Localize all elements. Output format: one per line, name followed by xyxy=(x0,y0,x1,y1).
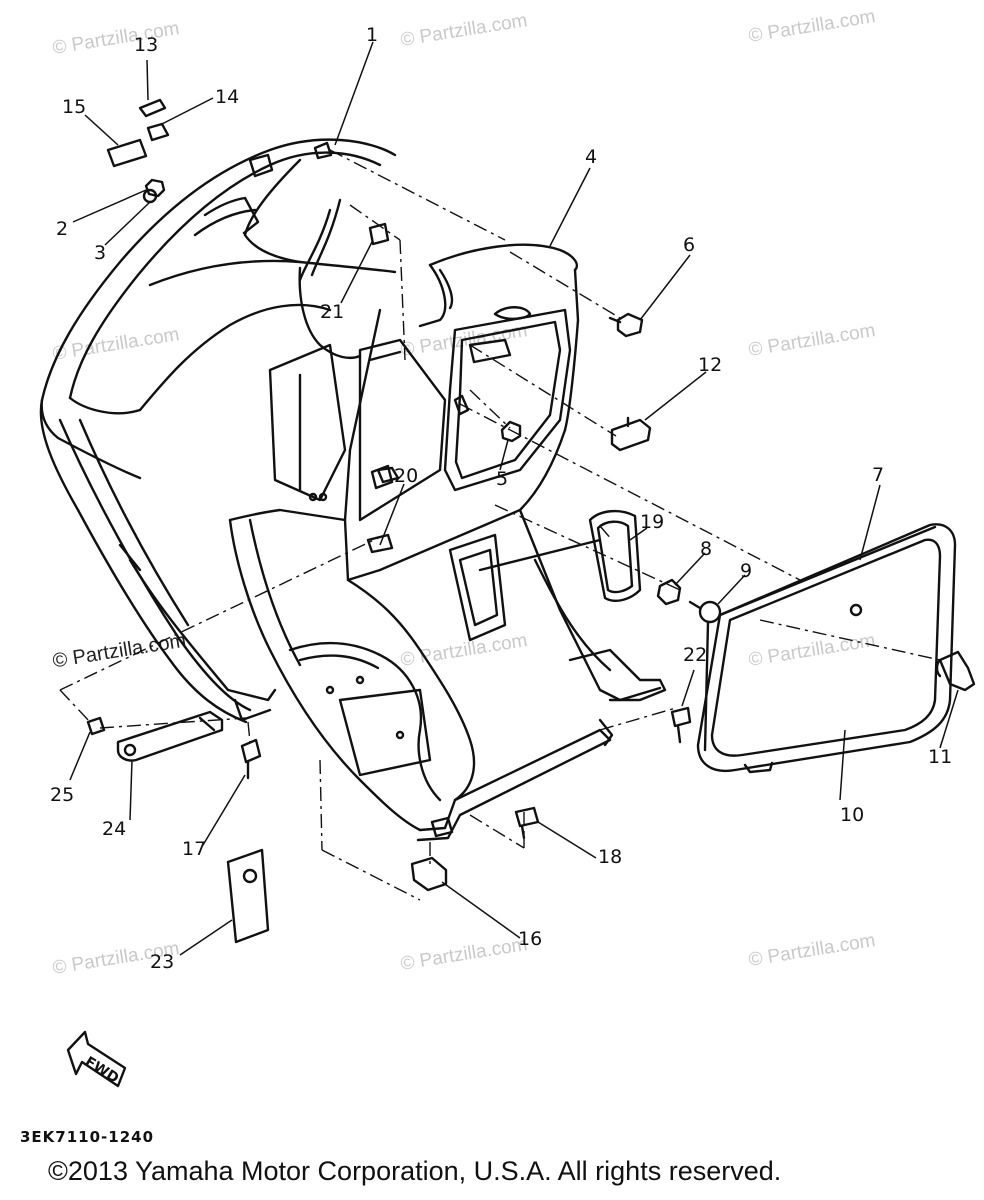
storage-lid xyxy=(696,523,957,774)
callout-3: 3 xyxy=(94,242,107,264)
callout-8: 8 xyxy=(700,538,713,560)
callout-18: 18 xyxy=(598,846,623,868)
callout-25: 25 xyxy=(50,784,75,806)
inner-panel xyxy=(308,243,580,582)
label-15 xyxy=(106,138,148,168)
screw-9 xyxy=(688,600,722,624)
callout-21: 21 xyxy=(320,301,345,323)
callout-1: 1 xyxy=(366,24,379,46)
clip-20 xyxy=(370,464,394,490)
cover-19 xyxy=(588,509,642,602)
bolt-18 xyxy=(514,806,540,840)
callout-9: 9 xyxy=(740,560,753,582)
callout-20: 20 xyxy=(394,465,419,487)
fwd-label: FWD xyxy=(82,1054,122,1087)
nut-8 xyxy=(656,578,682,606)
nut-2 xyxy=(144,178,166,198)
callout-4: 4 xyxy=(585,146,598,168)
nut-5 xyxy=(500,420,522,443)
callout-22: 22 xyxy=(683,644,708,666)
footboard-area xyxy=(228,508,667,842)
fwd-arrow-shape xyxy=(66,1030,127,1088)
callout-5: 5 xyxy=(496,468,509,490)
leg-shield-shell xyxy=(39,138,397,724)
callout-24: 24 xyxy=(102,818,127,840)
callout-11: 11 xyxy=(928,746,953,768)
callout-7: 7 xyxy=(872,464,885,486)
plate-23 xyxy=(226,848,270,944)
screw-6 xyxy=(608,312,644,338)
callout-23: 23 xyxy=(150,951,175,973)
callout-10: 10 xyxy=(840,804,865,826)
knob-11 xyxy=(935,650,976,692)
copyright-notice: ©2013 Yamaha Motor Corporation, U.S.A. A… xyxy=(48,1156,782,1186)
bracket-24 xyxy=(116,710,224,762)
damper-21 xyxy=(368,222,390,246)
callout-2: 2 xyxy=(56,218,69,240)
callout-15: 15 xyxy=(62,96,87,118)
bracket-16 xyxy=(410,856,448,892)
callout-12: 12 xyxy=(698,354,723,376)
callout-14: 14 xyxy=(215,86,240,108)
clip-13 xyxy=(138,98,167,118)
callout-16: 16 xyxy=(518,928,543,950)
bolt-17 xyxy=(240,738,262,780)
callout-19: 19 xyxy=(640,511,665,533)
callout-6: 6 xyxy=(683,234,696,256)
bolt-22 xyxy=(670,706,692,744)
screw-25 xyxy=(86,716,106,736)
diagram-code: 3EK7110-1240 xyxy=(20,1128,155,1146)
callout-13: 13 xyxy=(134,34,159,56)
fwd-arrow-icon: FWD xyxy=(82,1054,122,1087)
callout-17: 17 xyxy=(182,838,207,860)
clip-14 xyxy=(146,122,170,142)
bracket-12 xyxy=(610,416,652,452)
